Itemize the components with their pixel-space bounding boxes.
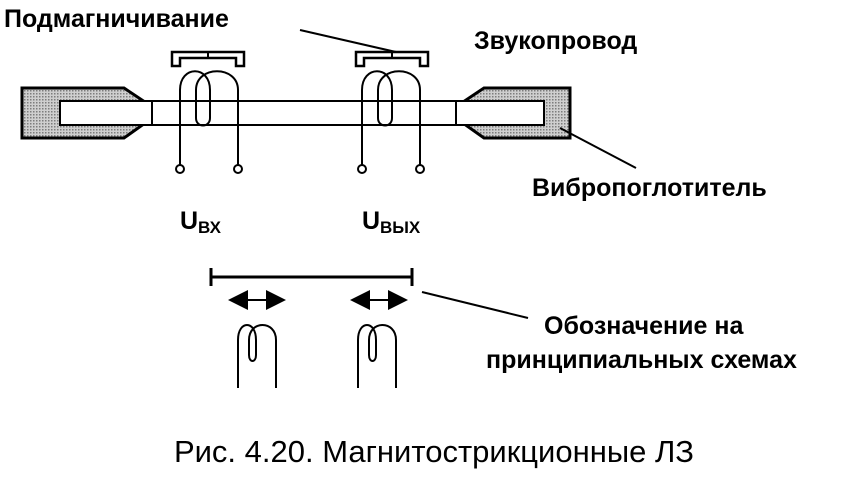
u-in-subscript: ВХ (198, 218, 222, 237)
leader-absorber (559, 127, 637, 169)
input-coil (175, 70, 243, 174)
schematic-symbol (209, 268, 414, 388)
symbol-label-line2: принципиальных схемах (486, 346, 797, 374)
symbol-coil-out (357, 324, 397, 388)
u-out-subscript: ВЫХ (380, 218, 421, 237)
figure-caption: Рис. 4.20. Магнитострикционные ЛЗ (174, 434, 694, 469)
symbol-label-line1: Обозначение на (544, 312, 744, 340)
output-voltage-label: U ВЫХ (362, 207, 421, 237)
output-bias-magnet (354, 50, 430, 68)
leader-symbol (421, 291, 529, 319)
sound-line-label: Звукопровод (474, 27, 637, 55)
u-in-main: U (180, 207, 198, 235)
right-absorber (455, 86, 572, 140)
symbol-coil-in (237, 324, 277, 388)
input-bias-magnet (170, 50, 246, 68)
input-voltage-label: U ВХ (180, 207, 222, 237)
absorber-label: Вибропоглотитель (532, 174, 767, 202)
u-out-main: U (362, 207, 380, 235)
leader-bias (299, 29, 397, 53)
output-coil (357, 70, 425, 174)
left-absorber (20, 86, 153, 140)
bias-label: Подмагничивание (4, 5, 229, 33)
